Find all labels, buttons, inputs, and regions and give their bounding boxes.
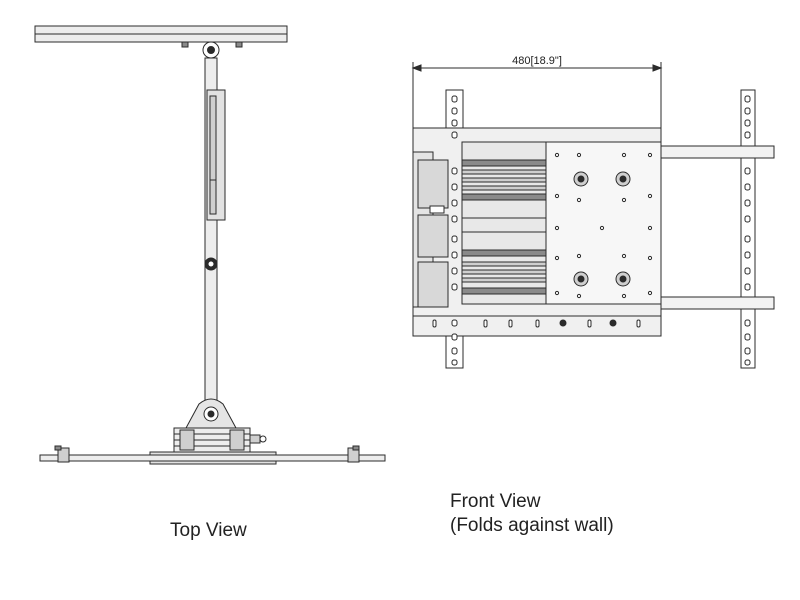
top-view-caption: Top View [170, 520, 247, 541]
front-view-adapter-plate [545, 141, 662, 305]
front-view-drawing [411, 62, 775, 369]
front-view-caption: Front View [450, 491, 541, 512]
top-view-wall-rail [39, 454, 386, 462]
front-view-left-rail-holes [451, 95, 458, 366]
front-view-bottom-slots [432, 319, 641, 328]
top-view-drawing [34, 25, 386, 465]
dimension-label: 480[18.9"] [512, 55, 562, 67]
front-view-subcaption: (Folds against wall) [450, 515, 614, 536]
front-view-arm-assembly [461, 141, 547, 305]
front-view-right-rail-holes [744, 95, 751, 366]
front-view-upper-bar [659, 145, 775, 159]
front-view-lower-bar [659, 296, 775, 310]
